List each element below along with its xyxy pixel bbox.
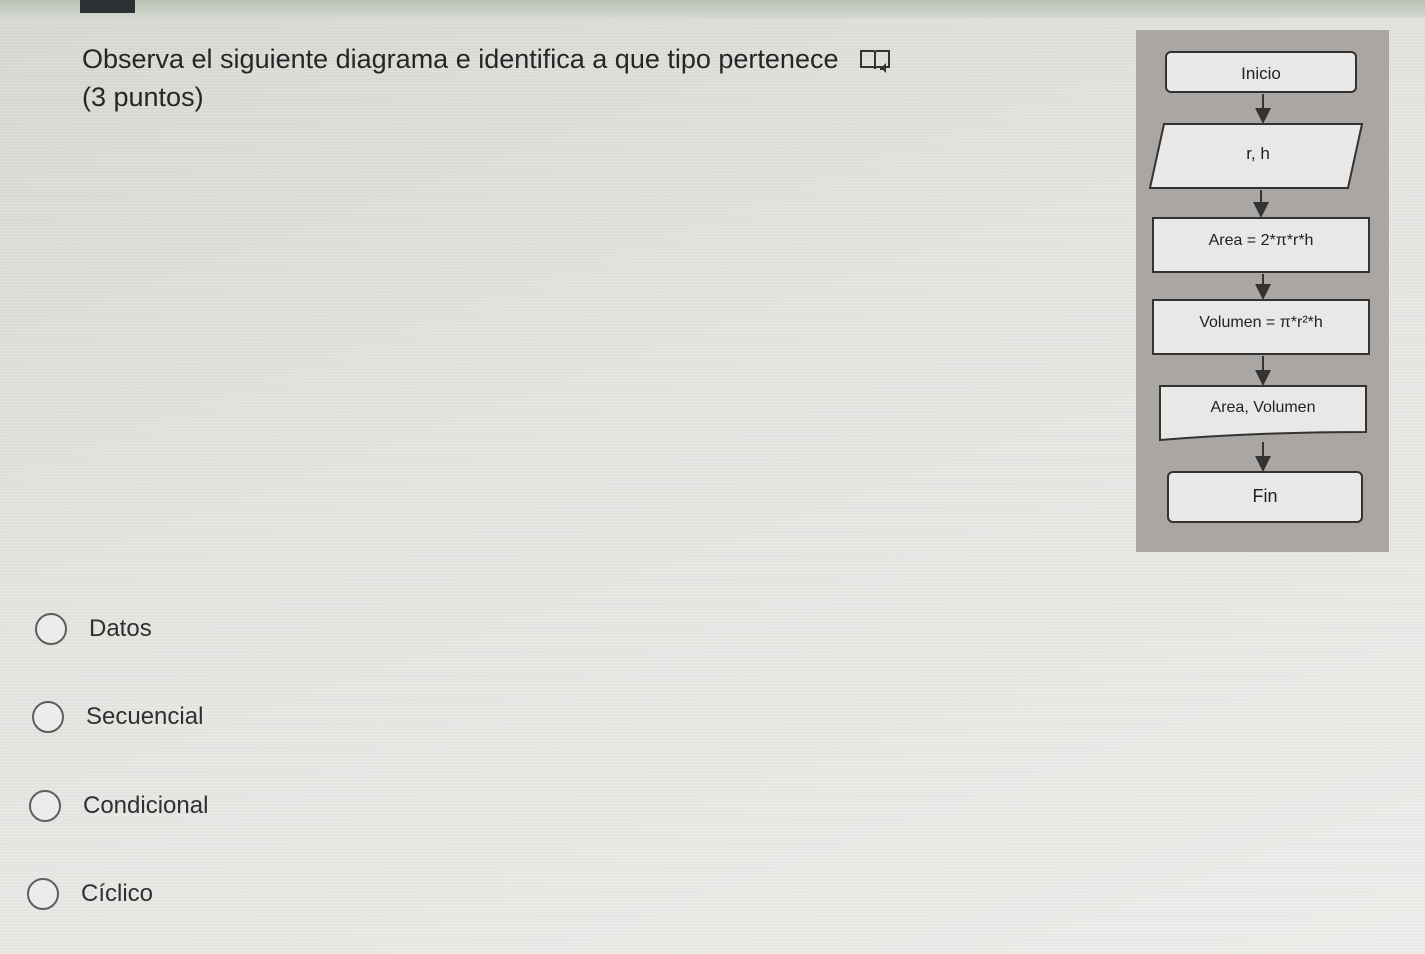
- flowchart-end-label: Fin: [1252, 486, 1277, 506]
- question-block: Observa el siguiente diagrama e identifi…: [82, 40, 892, 116]
- question-points: (3 puntos): [82, 82, 204, 112]
- flowchart-volume-label: Volumen = π*r²*h: [1199, 314, 1323, 331]
- immersive-reader-icon[interactable]: [858, 47, 892, 75]
- flowchart-output: Area, Volumen: [1159, 385, 1367, 442]
- flowchart-process-area: Area = 2*π*r*h: [1152, 217, 1370, 273]
- question-title: Observa el siguiente diagrama e identifi…: [82, 40, 892, 78]
- option-label: Secuencial: [86, 703, 204, 730]
- option-condicional[interactable]: Condicional: [29, 790, 208, 822]
- option-label: Cíclico: [81, 880, 154, 907]
- top-bar: [0, 0, 1425, 18]
- option-ciclico[interactable]: Cíclico: [27, 878, 153, 910]
- option-datos[interactable]: Datos: [35, 613, 152, 645]
- flowchart-output-label: Area, Volumen: [1211, 399, 1316, 416]
- radio-button[interactable]: [35, 613, 67, 645]
- flowchart-image: Inicio r, h Area = 2*π*r*h Volumen = π*r…: [1136, 30, 1389, 552]
- flowchart-input-label: r, h: [1246, 144, 1270, 163]
- flowchart-diagram: Inicio r, h Area = 2*π*r*h Volumen = π*r…: [1148, 51, 1370, 523]
- option-label: Condicional: [83, 792, 209, 819]
- flowchart-area-label: Area = 2*π*r*h: [1209, 232, 1314, 249]
- option-secuencial[interactable]: Secuencial: [32, 701, 203, 733]
- option-label: Datos: [89, 615, 152, 642]
- flowchart-input: r, h: [1148, 123, 1364, 189]
- flowchart-start-label: Inicio: [1241, 64, 1281, 83]
- top-bar-tab: [80, 0, 135, 13]
- radio-button[interactable]: [32, 701, 64, 733]
- flowchart-process-volume: Volumen = π*r²*h: [1152, 299, 1370, 355]
- radio-button[interactable]: [29, 790, 61, 822]
- flowchart-start: Inicio: [1165, 51, 1357, 93]
- radio-button[interactable]: [27, 878, 59, 910]
- flowchart-end: Fin: [1167, 471, 1363, 523]
- question-text: Observa el siguiente diagrama e identifi…: [82, 44, 839, 74]
